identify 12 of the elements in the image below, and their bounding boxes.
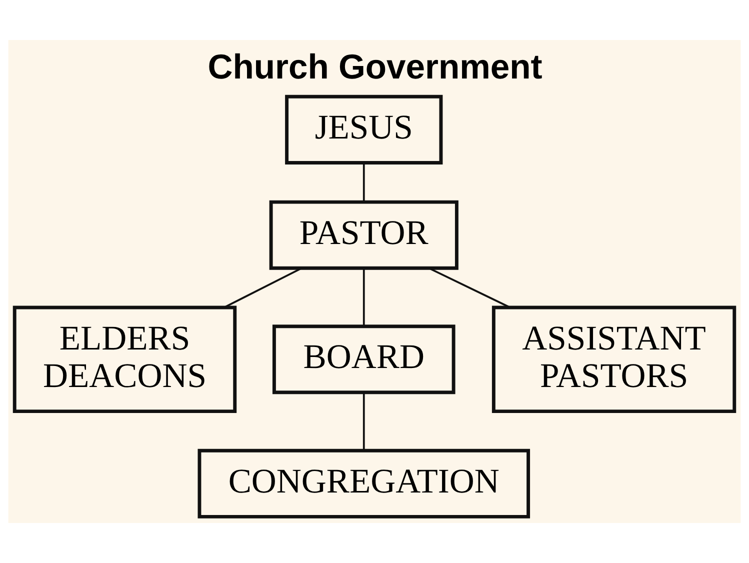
node-box: JESUS: [285, 94, 443, 164]
connector: [224, 267, 302, 308]
connector: [362, 268, 365, 326]
node-box: PASTOR: [269, 200, 458, 270]
node-box: ASSISTANT PASTORS: [492, 306, 736, 414]
connector: [428, 267, 510, 308]
node-box: BOARD: [272, 324, 456, 394]
connector: [362, 163, 365, 202]
diagram-title: Church Government: [208, 48, 542, 87]
node-box: CONGREGATION: [198, 448, 530, 518]
node-box: ELDERS DEACONS: [12, 306, 237, 414]
connector: [362, 392, 365, 450]
